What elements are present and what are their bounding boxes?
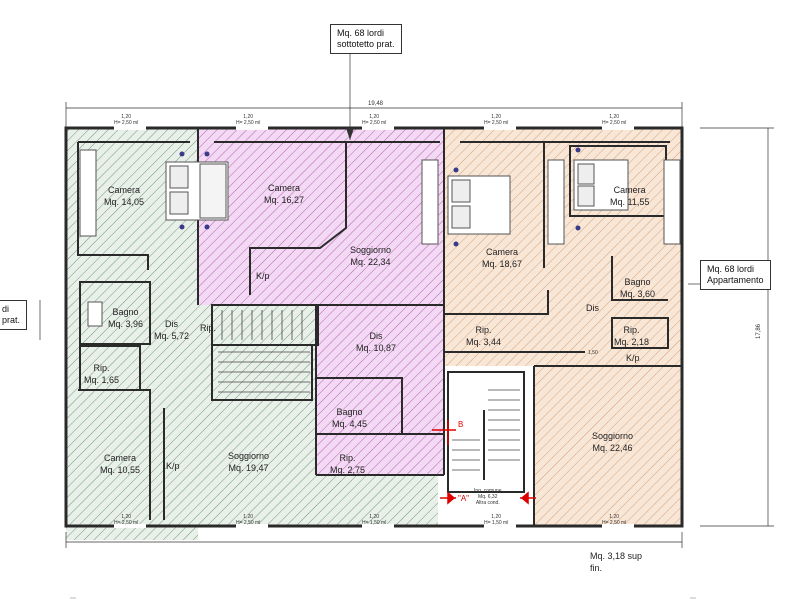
overall-width: 19,48 xyxy=(368,101,384,107)
callout-bottom-line1: Mq. 3,18 sup xyxy=(590,551,643,561)
purple-unit-area xyxy=(198,128,444,475)
callout-left-cut: di prat. xyxy=(0,300,28,330)
entrance-label: Ing. comune Mq. 6,32 Altra cond. xyxy=(474,488,502,506)
section-b-label: B xyxy=(458,420,464,429)
room-rip-1: Rip. xyxy=(200,323,217,333)
dimension-lines xyxy=(39,24,774,548)
section-a-label: "A" xyxy=(458,494,470,503)
furniture xyxy=(79,149,681,327)
callout-apartment-line2: Appartamento xyxy=(707,275,764,285)
room-kp-2: K/p xyxy=(166,461,180,471)
small-dim: 1,50 xyxy=(588,350,598,356)
callout-bottom-line2: fin. xyxy=(590,563,603,573)
room-dis-3: Dis xyxy=(586,303,599,313)
arrow-head xyxy=(346,128,354,140)
room-rip-3: Rip.Mq. 2,75 xyxy=(330,453,366,475)
stair-treads xyxy=(218,310,520,471)
callout-bottom: Mq. 3,18 sup fin. xyxy=(590,550,642,574)
room-kp-3: K/p xyxy=(626,353,640,363)
stair-hall xyxy=(444,366,534,526)
overall-depth: 17,86 xyxy=(756,323,763,340)
callout-apartment-line1: Mq. 68 lordi xyxy=(707,264,755,274)
room-rip-2: Rip.Mq. 1,65 xyxy=(84,363,120,385)
callout-attic-line2: sottotetto prat. xyxy=(337,39,395,49)
room-rip-4: Rip.Mq. 3,44 xyxy=(466,325,502,347)
callout-attic: Mq. 68 lordi sottotetto prat. xyxy=(330,24,402,54)
room-kp-1: K/p xyxy=(256,271,270,281)
outlet-markers xyxy=(179,147,581,247)
section-markers xyxy=(432,420,536,505)
callout-apartment: Mq. 68 lordi Appartamento xyxy=(700,260,771,290)
orange-unit-area xyxy=(444,128,682,526)
callout-attic-line1: Mq. 68 lordi xyxy=(337,28,385,38)
room-rip-5: Rip.Mq. 2,18 xyxy=(614,325,650,347)
callout-left-line1: di xyxy=(2,304,10,314)
window-marks xyxy=(114,126,634,528)
callout-left-line2: prat. xyxy=(2,315,21,325)
